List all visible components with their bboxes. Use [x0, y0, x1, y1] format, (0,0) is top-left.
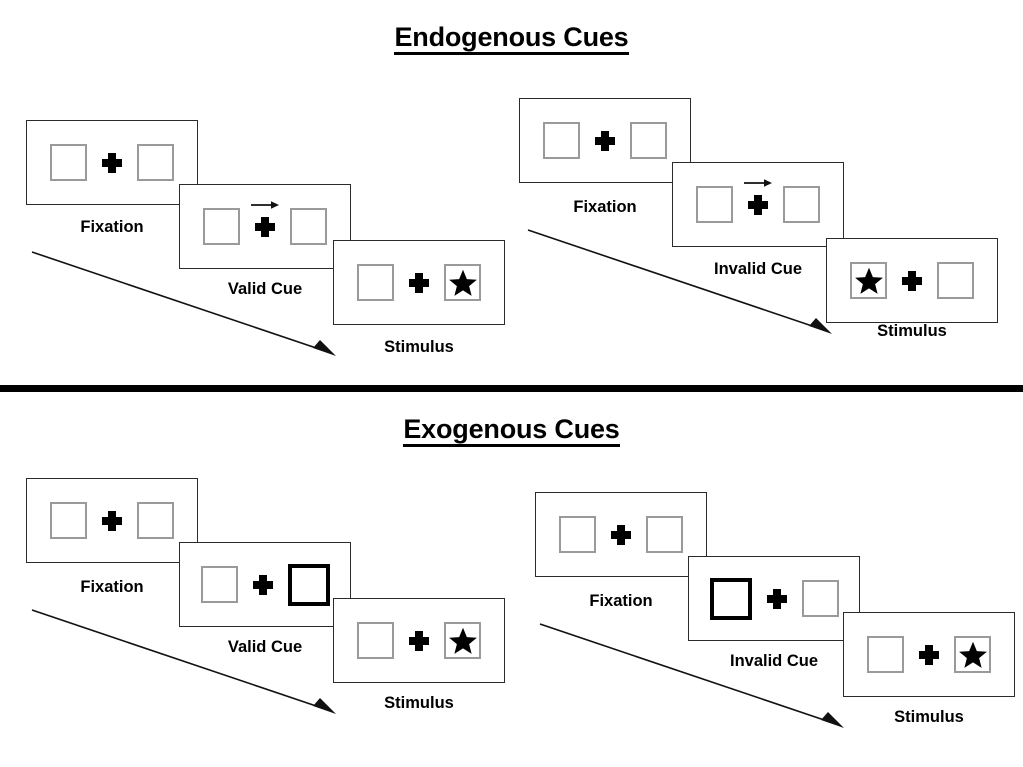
right-box[interactable] [137, 502, 174, 539]
right-box[interactable] [290, 208, 327, 245]
caption-endogenous-invalid-stimulus: Stimulus [877, 322, 947, 340]
frame-inner [543, 122, 667, 159]
frame-inner [200, 563, 330, 606]
caption-exogenous-invalid-fixation: Fixation [589, 592, 653, 610]
right-box[interactable] [646, 516, 683, 553]
fixation-plus-icon [252, 574, 274, 596]
left-box[interactable] [543, 122, 580, 159]
caption-endogenous-invalid-fixation: Fixation [573, 198, 637, 216]
right-arrow-icon [251, 200, 279, 209]
frame-inner [50, 502, 174, 539]
frame-inner [709, 577, 839, 620]
fixation-plus-icon [766, 588, 788, 610]
left-box[interactable] [559, 516, 596, 553]
caption-exogenous-valid-stimulus: Stimulus [384, 694, 454, 712]
frame-endogenous-invalid-cue[interactable] [672, 162, 844, 247]
frame-endogenous-valid-fixation[interactable] [26, 120, 198, 205]
frame-exogenous-invalid-cue[interactable] [688, 556, 860, 641]
frame-exogenous-valid-cue[interactable] [179, 542, 351, 627]
left-box[interactable] [200, 566, 238, 603]
right-box[interactable] [937, 262, 974, 299]
fixation-plus-icon [408, 630, 430, 652]
frame-exogenous-valid-stimulus[interactable] [333, 598, 505, 683]
section-divider [0, 385, 1023, 392]
frame-endogenous-invalid-fixation[interactable] [519, 98, 691, 183]
fixation-plus-icon [744, 178, 772, 216]
section-exogenous: Exogenous Cues Fixation Valid Cue [0, 392, 1023, 767]
caption-exogenous-invalid-cue: Invalid Cue [729, 652, 819, 670]
right-box[interactable] [630, 122, 667, 159]
right-box[interactable] [444, 622, 481, 659]
frame-inner [50, 144, 174, 181]
caption-endogenous-valid-stimulus: Stimulus [384, 338, 454, 356]
caption-exogenous-valid-fixation: Fixation [80, 578, 144, 596]
left-box[interactable] [357, 264, 394, 301]
frame-endogenous-valid-stimulus[interactable] [333, 240, 505, 325]
left-box[interactable] [50, 144, 87, 181]
left-box[interactable] [867, 636, 904, 673]
caption-exogenous-invalid-stimulus: Stimulus [894, 708, 964, 726]
section-title-text: Exogenous Cues [403, 415, 620, 448]
time-arrow-endogenous-valid [31, 251, 336, 356]
frame-exogenous-invalid-stimulus[interactable] [843, 612, 1015, 697]
caption-exogenous-valid-cue: Valid Cue [227, 638, 303, 656]
left-box[interactable] [696, 186, 733, 223]
section-title-exogenous: Exogenous Cues [0, 414, 1023, 448]
fixation-plus-icon [594, 130, 616, 152]
section-endogenous: Endogenous Cues Fixation Valid Cue [0, 0, 1023, 388]
right-box[interactable] [137, 144, 174, 181]
section-title-endogenous: Endogenous Cues [0, 22, 1023, 56]
time-arrow-endogenous-invalid [527, 229, 832, 334]
frame-endogenous-valid-cue[interactable] [179, 184, 351, 269]
right-arrow-icon [744, 178, 772, 187]
time-arrow-exogenous-valid [31, 609, 336, 714]
frame-inner [867, 636, 991, 673]
fixation-plus-icon [918, 644, 940, 666]
right-box[interactable] [954, 636, 991, 673]
right-box[interactable] [783, 186, 820, 223]
left-box[interactable] [850, 262, 887, 299]
frame-exogenous-valid-fixation[interactable] [26, 478, 198, 563]
left-box[interactable] [357, 622, 394, 659]
fixation-plus-icon [901, 270, 923, 292]
time-arrow-exogenous-invalid [539, 623, 844, 728]
left-box[interactable] [203, 208, 240, 245]
fixation-plus-icon [101, 510, 123, 532]
left-box[interactable] [50, 502, 87, 539]
caption-endogenous-valid-fixation: Fixation [80, 218, 144, 236]
star-icon [448, 627, 477, 654]
fixation-plus-icon [101, 152, 123, 174]
right-box[interactable] [444, 264, 481, 301]
right-box-cued[interactable] [287, 563, 330, 606]
section-title-text: Endogenous Cues [394, 23, 629, 56]
frame-inner [850, 262, 974, 299]
frame-inner [357, 264, 481, 301]
frame-inner [203, 200, 327, 245]
frame-inner [357, 622, 481, 659]
frame-inner [696, 178, 820, 223]
fixation-plus-icon [610, 524, 632, 546]
caption-endogenous-valid-cue: Valid Cue [227, 280, 303, 298]
fixation-plus-icon [251, 200, 279, 238]
fixation-plus-icon [408, 272, 430, 294]
right-box[interactable] [801, 580, 839, 617]
frame-exogenous-invalid-fixation[interactable] [535, 492, 707, 577]
left-box-cued[interactable] [709, 577, 752, 620]
star-icon [958, 641, 987, 668]
star-icon [448, 269, 477, 296]
frame-inner [559, 516, 683, 553]
frame-endogenous-invalid-stimulus[interactable] [826, 238, 998, 323]
caption-endogenous-invalid-cue: Invalid Cue [713, 260, 803, 278]
star-icon [854, 267, 883, 294]
